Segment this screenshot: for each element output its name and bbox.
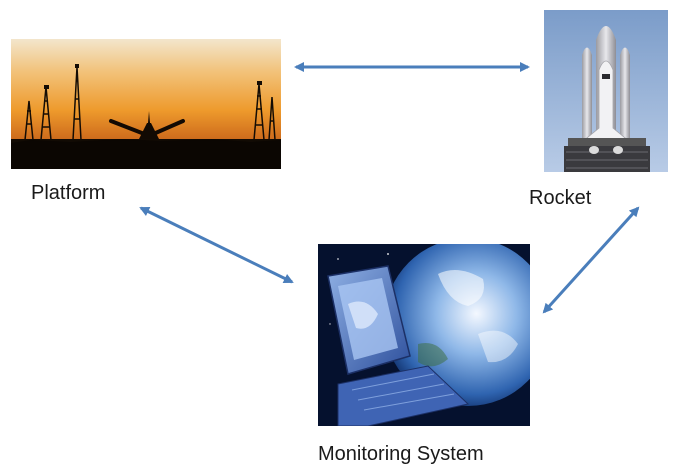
platform-image — [11, 39, 281, 169]
rocket-image — [544, 10, 668, 172]
monitoring-system-label: Monitoring System — [318, 443, 484, 465]
platform-label: Platform — [31, 182, 106, 204]
launch-platform-illustration — [11, 39, 281, 169]
computer-and-earth-illustration — [318, 244, 530, 426]
arrow-platform-monitoring — [139, 206, 294, 284]
space-shuttle-illustration — [544, 10, 668, 172]
monitoring-system-image — [318, 244, 530, 426]
arrow-rocket-monitoring — [542, 206, 640, 314]
rocket-label: Rocket — [529, 187, 592, 209]
